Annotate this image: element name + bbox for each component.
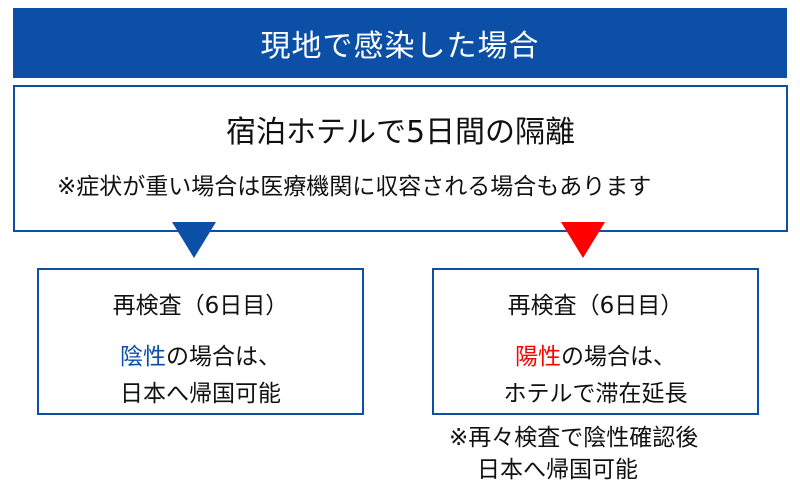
negative-condition-line: 陰性の場合は、	[39, 337, 362, 371]
negative-retest-heading: 再検査（6日目）	[112, 293, 289, 319]
negative-word: 陰性	[120, 344, 166, 370]
negative-condition-suffix: の場合は、	[166, 344, 281, 370]
page-title: 現地で感染した場合	[260, 29, 540, 64]
medical-note: ※症状が重い場合は医療機関に収容される場合もあります	[57, 174, 652, 200]
positive-outcome: ホテルで滞在延長	[503, 381, 688, 407]
footnote-line-1: ※再々検査で陰性確認後	[449, 425, 699, 451]
positive-result-box: 再検査（6日目） 陽性の場合は、 ホテルで滞在延長	[432, 268, 759, 415]
positive-arrow-icon	[561, 222, 605, 258]
positive-retest-heading: 再検査（6日目）	[507, 293, 684, 319]
negative-outcome: 日本へ帰国可能	[120, 381, 281, 407]
negative-arrow-icon	[172, 222, 216, 258]
footnote-line-2: 日本へ帰国可能	[477, 457, 638, 483]
isolation-title: 宿泊ホテルで5日間の隔離	[225, 115, 576, 150]
return-footnote: ※再々検査で陰性確認後 日本へ帰国可能	[449, 422, 779, 486]
title-banner: 現地で感染した場合	[13, 8, 787, 78]
isolation-box: 宿泊ホテルで5日間の隔離 ※症状が重い場合は医療機関に収容される場合もあります	[13, 85, 788, 232]
positive-word: 陽性	[515, 344, 561, 370]
positive-condition-suffix: の場合は、	[561, 344, 676, 370]
positive-condition-line: 陽性の場合は、	[434, 337, 757, 371]
negative-result-box: 再検査（6日目） 陰性の場合は、 日本へ帰国可能	[37, 268, 364, 415]
